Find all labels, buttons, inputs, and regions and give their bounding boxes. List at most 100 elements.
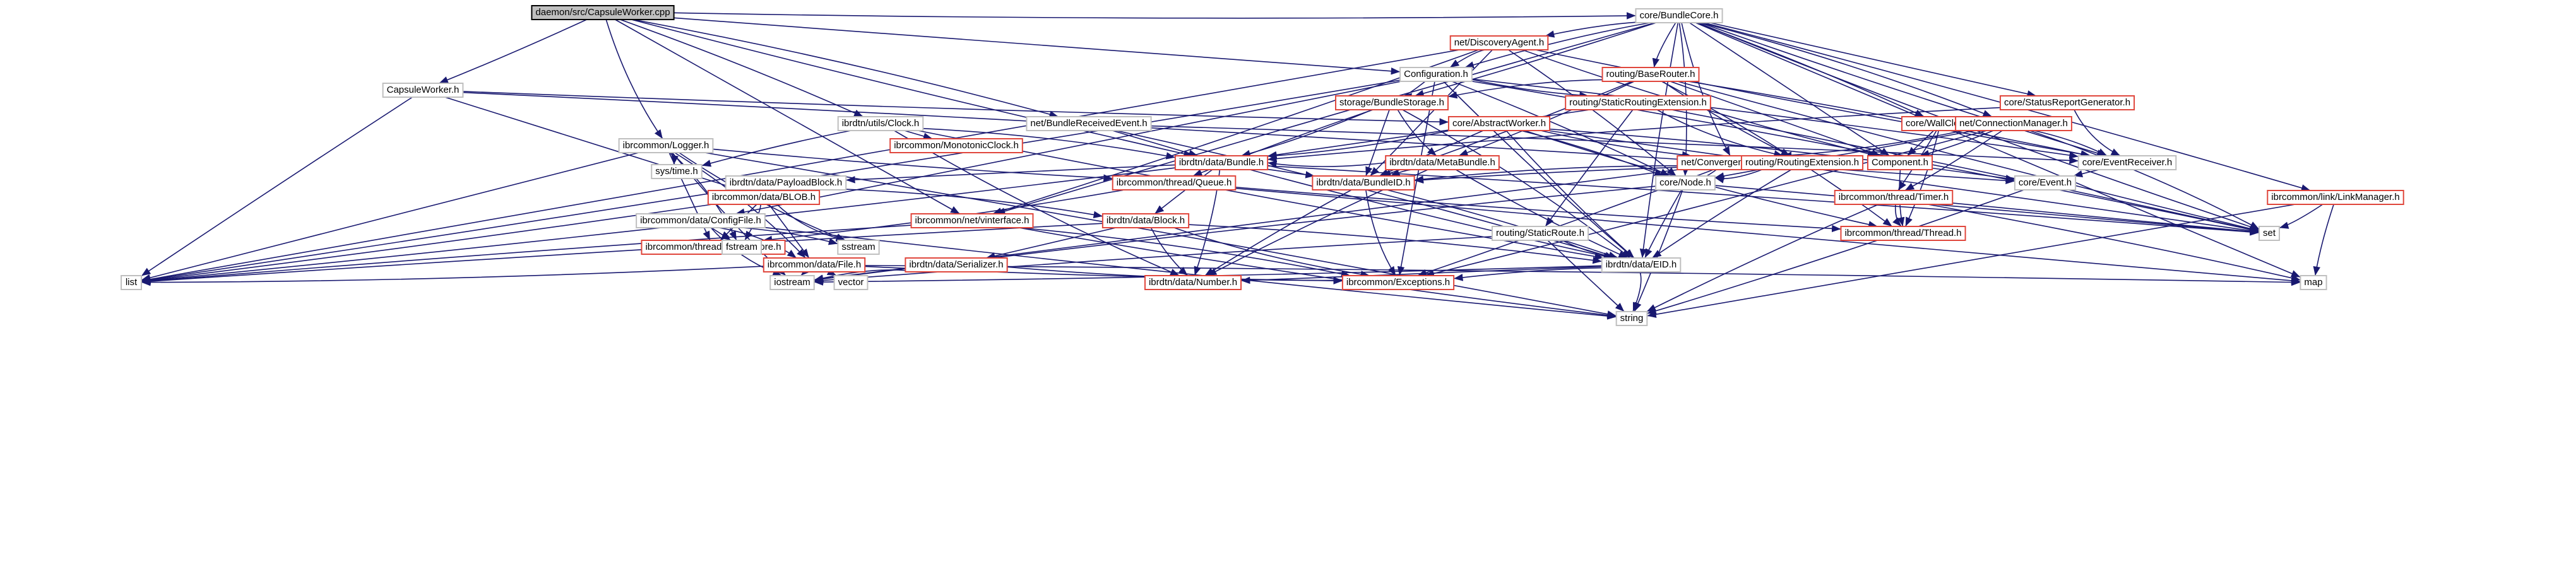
include-edge [1365,109,1390,177]
node-ibrdtn-utils-clock-h[interactable]: ibrdtn/utils/Clock.h [837,116,924,131]
node-configuration-h[interactable]: Configuration.h [1399,67,1473,82]
node-label: ibrcommon/MonotonicClock.h [894,140,1019,151]
include-edge [141,152,639,281]
include-edge [735,81,1401,216]
node-ibrdtn-data-eid-h[interactable]: ibrdtn/data/EID.h [1601,257,1682,272]
node-ibrcommon-thread-queue-h[interactable]: ibrcommon/thread/Queue.h [1112,175,1237,190]
node-component-h[interactable]: Component.h [1867,155,1933,170]
node-net-discoveryagent-h[interactable]: net/DiscoveryAgent.h [1449,35,1549,50]
node-ibrdtn-data-number-h[interactable]: ibrdtn/data/Number.h [1144,275,1242,290]
node-label: ibrdtn/data/Block.h [1107,215,1185,226]
node-ibrdtn-data-bundleid-h[interactable]: ibrdtn/data/BundleID.h [1312,175,1415,190]
include-edge [141,49,1460,283]
node-label: ibrdtn/data/Bundle.h [1179,157,1264,168]
node-map[interactable]: map [2300,275,2327,290]
node-core-statusreportgenerator-h[interactable]: core/StatusReportGenerator.h [1999,95,2135,110]
node-label: ibrcommon/data/File.h [768,259,861,270]
node-label: list [126,277,138,288]
include-edge [1952,202,2260,235]
include-edge [1656,109,1784,158]
include-edge [1241,266,1602,284]
node-ibrcommon-logger-h[interactable]: ibrcommon/Logger.h [618,138,714,153]
node-label: ibrcommon/net/vinterface.h [915,215,1030,226]
include-edge [985,227,1117,260]
include-edge [1267,168,1315,179]
include-edge [1700,22,2106,157]
node-ibrcommon-thread-timer-h[interactable]: ibrcommon/thread/Timer.h [1834,190,1954,205]
include-edge [141,266,764,286]
include-edge [1677,81,2260,233]
node-string[interactable]: string [1615,311,1648,326]
node-daemon-src-capsuleworker-cpp[interactable]: daemon/src/CapsuleWorker.cpp [531,5,675,20]
node-net-connectionmanager-h[interactable]: net/ConnectionManager.h [1955,116,2072,131]
node-fstream[interactable]: fstream [721,240,763,255]
node-vector[interactable]: vector [833,275,869,290]
node-routing-staticroute-h[interactable]: routing/StaticRoute.h [1491,226,1589,241]
include-edge [1714,185,2260,236]
node-routing-routingextension-h[interactable]: routing/RoutingExtension.h [1740,155,1864,170]
include-edge [1505,130,1635,259]
node-label: ibrdtn/data/BundleID.h [1316,177,1410,188]
include-edge [1447,79,1603,99]
include-edge [1689,22,1890,156]
node-label: ibrcommon/thread/Thread.h [1844,228,1961,238]
include-edge [1508,49,1677,177]
include-edge [1562,240,1619,261]
node-routing-baserouter-h[interactable]: routing/BaseRouter.h [1601,67,1700,82]
node-core-abstractworker-h[interactable]: core/AbstractWorker.h [1447,116,1551,131]
include-edge [701,130,852,167]
node-set[interactable]: set [2258,226,2281,241]
include-edge [1455,169,1628,259]
include-edge [1714,130,1976,180]
node-label: ibrcommon/data/BLOB.h [712,192,816,202]
node-ibrcommon-exceptions-h[interactable]: ibrcommon/Exceptions.h [1341,275,1455,290]
include-edge [1904,130,2003,191]
node-label: ibrdtn/data/PayloadBlock.h [730,177,842,188]
node-ibrcommon-monotonicclock-h[interactable]: ibrcommon/MonotonicClock.h [889,138,1023,153]
include-edge [1464,22,1651,69]
include-edge [904,130,933,140]
node-core-node-h[interactable]: core/Node.h [1655,175,1716,190]
node-sstream[interactable]: sstream [837,240,880,255]
include-edge [713,148,1113,182]
node-ibrdtn-data-serializer-h[interactable]: ibrdtn/data/Serializer.h [905,257,1008,272]
node-iostream[interactable]: iostream [769,275,815,290]
include-edge [605,19,663,139]
node-ibrcommon-net-vinterface-h[interactable]: ibrcommon/net/vinterface.h [910,213,1034,228]
node-label: map [2304,277,2322,288]
node-label: CapsuleWorker.h [387,85,460,95]
node-ibrcommon-link-linkmanager-h[interactable]: ibrcommon/link/LinkManager.h [2267,190,2404,205]
node-ibrdtn-data-payloadblock-h[interactable]: ibrdtn/data/PayloadBlock.h [725,175,847,190]
include-edge [2313,204,2334,276]
node-ibrcommon-thread-semaphore-h[interactable]: ibrcommon/thread/Semaphore.h [641,240,786,255]
node-core-event-h[interactable]: core/Event.h [2014,175,2077,190]
include-edge [1443,81,1634,259]
include-edge [995,22,1656,215]
node-core-eventreceiver-h[interactable]: core/EventReceiver.h [2077,155,2177,170]
node-capsuleworker-h[interactable]: CapsuleWorker.h [382,83,464,98]
node-label: daemon/src/CapsuleWorker.cpp [535,7,670,18]
node-storage-bundlestorage-h[interactable]: storage/BundleStorage.h [1335,95,1449,110]
node-ibrdtn-data-metabundle-h[interactable]: ibrdtn/data/MetaBundle.h [1385,155,1500,170]
include-edge [141,97,413,277]
node-ibrdtn-data-bundle-h[interactable]: ibrdtn/data/Bundle.h [1174,155,1269,170]
node-core-bundlecore-h[interactable]: core/BundleCore.h [1635,8,1723,23]
include-edge [674,17,1401,75]
node-label: net/DiscoveryAgent.h [1454,37,1545,48]
node-ibrdtn-data-block-h[interactable]: ibrdtn/data/Block.h [1101,213,1190,228]
node-ibrcommon-data-configfile-h[interactable]: ibrcommon/data/ConfigFile.h [636,213,766,228]
node-ibrcommon-data-file-h[interactable]: ibrcommon/data/File.h [763,257,866,272]
node-ibrcommon-thread-thread-h[interactable]: ibrcommon/thread/Thread.h [1840,226,1966,241]
node-label: ibrcommon/thread/Timer.h [1839,192,1949,202]
node-label: ibrdtn/utils/Clock.h [842,118,920,129]
node-ibrcommon-data-blob-h[interactable]: ibrcommon/data/BLOB.h [707,190,821,205]
include-edge [1540,130,1692,159]
node-net-bundlereceivedevent-h[interactable]: net/BundleReceivedEvent.h [1026,116,1152,131]
node-list[interactable]: list [121,275,142,290]
node-routing-staticroutingextension-h[interactable]: routing/StaticRoutingExtension.h [1565,95,1711,110]
include-edge [2074,109,2121,156]
node-label: core/Node.h [1659,177,1711,188]
include-edge [1647,189,2024,315]
node-sys-time-h[interactable]: sys/time.h [651,164,703,179]
include-edge [768,204,810,259]
